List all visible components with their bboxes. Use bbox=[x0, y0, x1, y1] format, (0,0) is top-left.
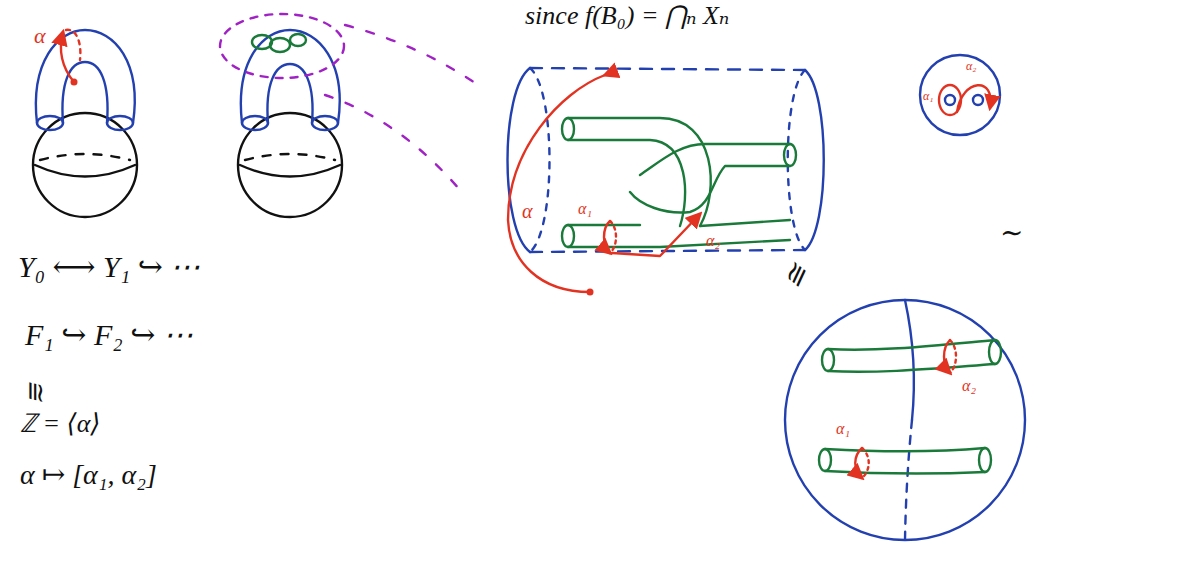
math-label: α₂ bbox=[962, 377, 976, 395]
math-label: α ↦ [α₁, α₂] bbox=[20, 460, 157, 491]
math-label: since f(B₀) = ⋂ₙ Xₙ bbox=[525, 2, 729, 31]
math-label: α₁ bbox=[836, 420, 850, 438]
math-label: α₂ bbox=[706, 232, 720, 250]
math-label: α bbox=[522, 200, 533, 222]
math-label: ℤ = ⟨α⟩ bbox=[20, 410, 100, 439]
math-label: Y₀ ⟷ Y₁ ↪ ⋯ bbox=[18, 250, 200, 283]
math-label: ≅ bbox=[778, 260, 816, 294]
math-label: F₁ ↪ F₂ ↪ ⋯ bbox=[25, 318, 193, 351]
genus-one-surface bbox=[33, 30, 137, 217]
math-label: ∼ bbox=[1000, 218, 1023, 249]
math-label: α bbox=[34, 24, 46, 48]
modified-surface bbox=[220, 14, 478, 217]
math-label: α₁ bbox=[578, 200, 592, 218]
math-label: α₂ bbox=[966, 60, 976, 73]
disc-with-tubes bbox=[785, 300, 1025, 540]
punctured-disc bbox=[920, 55, 1000, 135]
cylinder-detail bbox=[508, 68, 824, 296]
math-label: α₁ bbox=[923, 90, 933, 103]
math-label: ≅ bbox=[21, 379, 50, 401]
